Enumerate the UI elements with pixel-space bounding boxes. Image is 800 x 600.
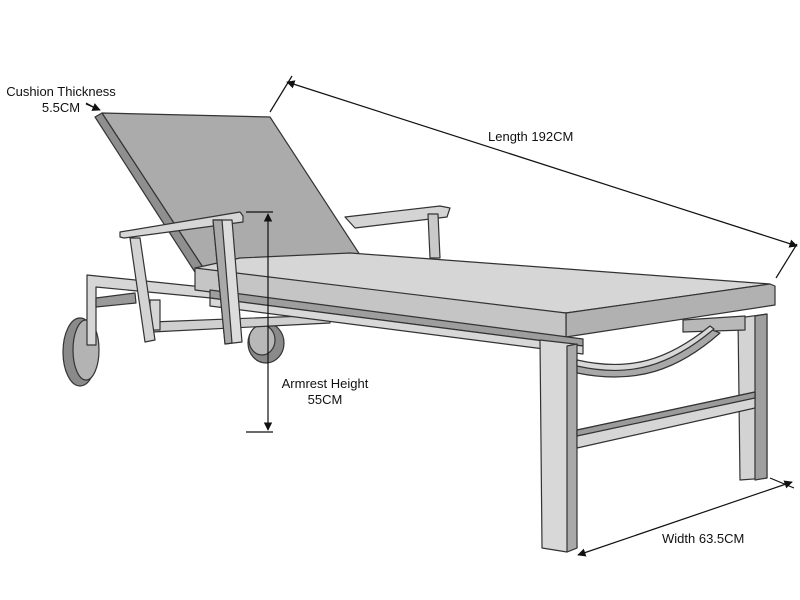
length-dimension-line — [286, 80, 798, 248]
side-beam — [209, 289, 584, 355]
cushion-thickness-label: Cushion Thickness 5.5CM — [2, 84, 120, 116]
far-armrest — [344, 205, 451, 259]
front-legs — [539, 313, 768, 553]
cushion-thickness-title: Cushion Thickness — [6, 84, 116, 99]
armrest-height-value: 55CM — [307, 392, 343, 407]
width-extension-right — [769, 477, 795, 489]
length-extension-right — [775, 243, 798, 279]
cushion-thickness-value: 5.5CM — [41, 100, 81, 115]
length-extension-left — [269, 75, 293, 113]
length-label: Length 192CM — [488, 129, 574, 144]
cushion-thickness-tick — [85, 102, 100, 111]
width-dimension-line — [577, 480, 793, 557]
width-label: Width 63.5CM — [662, 531, 745, 546]
armrest-height-title: Armrest Height — [281, 376, 369, 391]
armrest-height-label: Armrest Height 55CM — [276, 376, 374, 408]
curved-support — [576, 325, 721, 378]
side-wheel — [247, 322, 285, 364]
near-armrest — [119, 211, 244, 345]
